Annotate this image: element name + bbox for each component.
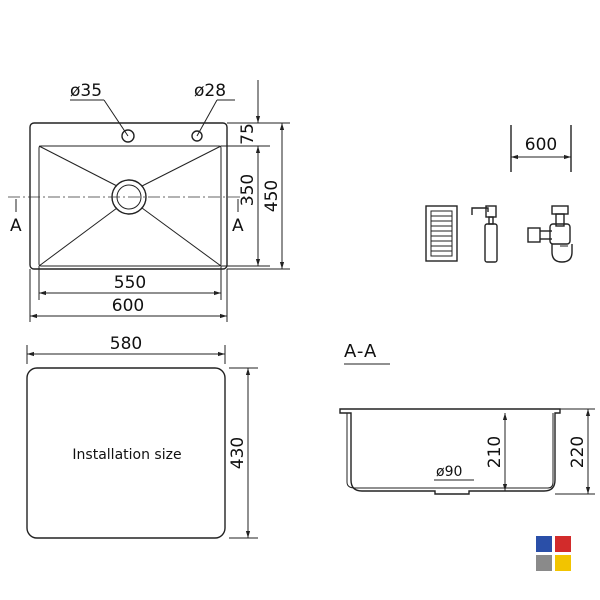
brand-logo-square — [555, 555, 571, 571]
bowl-outline — [38, 145, 222, 267]
brand-logo-square — [536, 555, 552, 571]
top-view: A A ø35 ø28 75 350 450 550 600 — [8, 80, 290, 322]
installation-size-label: Installation size — [72, 447, 181, 463]
brand-logo-square — [536, 536, 552, 552]
section-total-depth-label: 220 — [568, 436, 588, 468]
hole-right-diameter-label: ø28 — [194, 81, 226, 101]
tap-hole-right — [191, 130, 203, 142]
cabinet-width: 600 — [510, 125, 572, 172]
cutout-outline — [26, 367, 226, 539]
dim-total-width-label: 600 — [112, 296, 144, 316]
section-marker-right: A — [232, 216, 244, 236]
leader-line — [196, 99, 218, 137]
accessories — [425, 205, 573, 263]
tap-hole-left — [121, 129, 135, 143]
soap-dispenser-icon — [471, 205, 498, 263]
bowl-slope-line — [141, 145, 222, 187]
section-bowl-depth-label: 210 — [485, 436, 505, 468]
drain-basket-icon — [425, 205, 458, 262]
siphon-icon — [527, 205, 573, 263]
bowl-slope-line — [38, 207, 118, 267]
dim-bowl-depth-label: 350 — [238, 174, 258, 206]
section-view: A-A ø90 210 220 — [339, 341, 595, 495]
leader-line — [103, 99, 129, 137]
section-title: A-A — [344, 341, 377, 362]
installation-view: Installation size 580 430 — [26, 334, 258, 539]
brand-logo-square — [555, 536, 571, 552]
brand-logo — [536, 536, 571, 571]
installation-width-label: 580 — [110, 334, 142, 354]
dim-bowl-width-label: 550 — [114, 273, 146, 293]
hole-left-diameter-label: ø35 — [70, 81, 102, 101]
drain-diameter-label: ø90 — [436, 464, 462, 480]
sink-outline — [29, 122, 228, 270]
cabinet-width-label: 600 — [525, 135, 557, 155]
dim-top-offset-label: 75 — [238, 123, 258, 145]
dim-total-depth-label: 450 — [262, 180, 282, 212]
sink-profile-outer — [339, 408, 561, 495]
section-marker-left: A — [10, 216, 22, 236]
sink-profile-inner — [346, 413, 554, 489]
bowl-slope-line — [38, 145, 118, 187]
installation-height-label: 430 — [228, 437, 248, 469]
bowl-slope-line — [141, 207, 222, 267]
